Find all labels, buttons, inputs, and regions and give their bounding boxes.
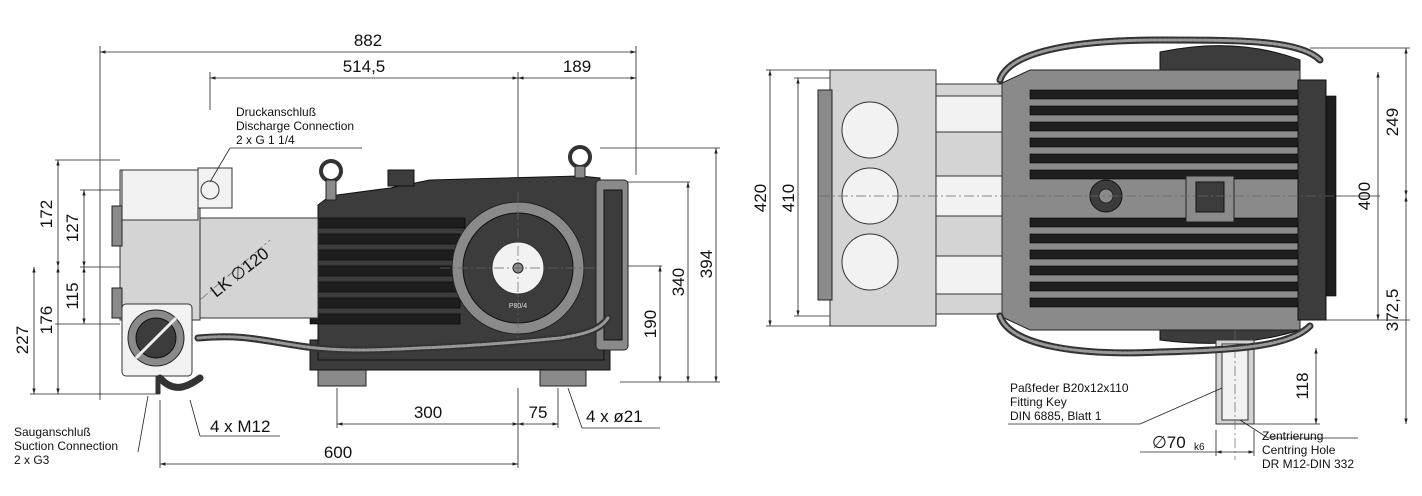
dim-bolt-holes: 4 x ø21 — [586, 407, 643, 426]
dim-600: 600 — [324, 443, 352, 462]
dim-shaft-tolerance: k6 — [1194, 442, 1205, 453]
dim-176: 176 — [37, 306, 56, 334]
dim-thread-m12: 4 x M12 — [210, 417, 270, 436]
dim-372-5: 372,5 — [1383, 289, 1402, 332]
dim-514-5: 514,5 — [343, 57, 386, 76]
fitting-key-en: Fitting Key — [1010, 395, 1067, 409]
top-leaders — [1008, 387, 1358, 439]
suction-label-size: 2 x G3 — [14, 453, 50, 467]
top-dim-lines — [768, 48, 1408, 454]
dim-394: 394 — [697, 250, 716, 278]
dim-227: 227 — [13, 326, 32, 354]
dim-75: 75 — [529, 403, 548, 422]
pump-top-body — [817, 36, 1360, 460]
pump-plate-label: P80/4 — [509, 303, 527, 310]
fitting-key-de: Paßfeder B20x12x110 — [1010, 381, 1129, 395]
discharge-label-de: Druckanschluß — [236, 105, 316, 119]
dim-300: 300 — [414, 403, 442, 422]
suction-label-de: Sauganschluß — [14, 425, 91, 439]
top-view: 420 410 249 400 372,5 118 ∅70 k6 Paßfede… — [751, 36, 1410, 471]
pump-side-body — [111, 145, 629, 394]
top-extension-lines — [766, 47, 1410, 456]
dim-172: 172 — [37, 200, 56, 228]
centring-en: Centring Hole — [1262, 443, 1336, 457]
centring-de: Zentrierung — [1262, 429, 1323, 443]
dim-420: 420 — [751, 184, 770, 212]
dim-127: 127 — [63, 214, 82, 242]
fitting-key-std: DIN 6885, Blatt 1 — [1010, 409, 1102, 423]
dim-400: 400 — [1355, 182, 1374, 210]
dim-340: 340 — [669, 268, 688, 296]
dim-249: 249 — [1383, 108, 1402, 136]
side-view: 882 514,5 189 300 75 600 4 x ø21 4 x M12… — [13, 31, 720, 468]
dim-189: 189 — [563, 57, 591, 76]
dim-190: 190 — [641, 310, 660, 338]
dim-shaft-diameter: ∅70 — [1152, 433, 1186, 452]
dim-118: 118 — [1293, 372, 1312, 399]
dim-410: 410 — [779, 184, 798, 212]
dim-115: 115 — [63, 282, 82, 309]
side-dim-lines — [32, 50, 718, 466]
suction-label-en: Suction Connection — [14, 439, 118, 453]
centring-std: DR M12-DIN 332 — [1262, 457, 1354, 471]
discharge-label-en: Discharge Connection — [236, 119, 354, 133]
dim-882: 882 — [354, 31, 382, 50]
side-leaders — [137, 147, 660, 453]
discharge-label-size: 2 x G 1 1/4 — [236, 133, 295, 147]
